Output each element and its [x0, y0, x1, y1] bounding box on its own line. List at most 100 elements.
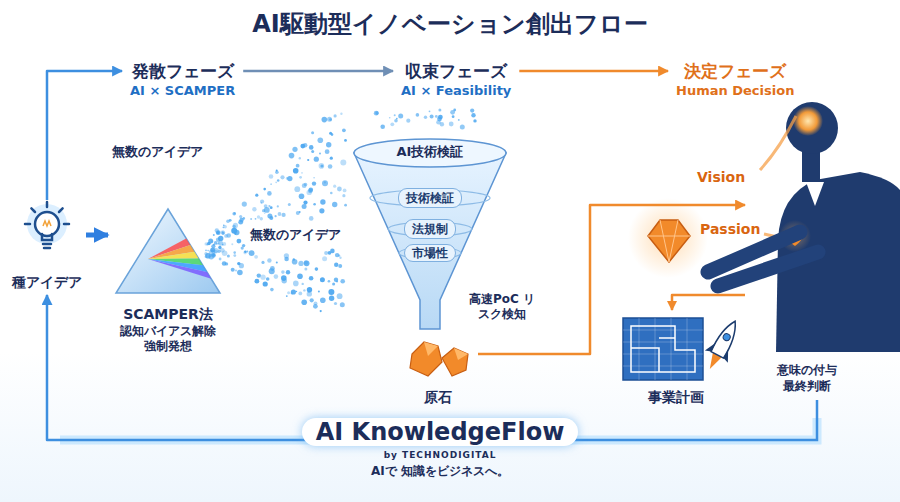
diagram-title: AI駆動型イノベーション創出フロー — [0, 8, 900, 40]
particle — [334, 263, 338, 267]
brain-glow — [793, 106, 823, 136]
torso — [776, 172, 900, 352]
particle — [260, 217, 263, 220]
node-text: 原石 — [424, 388, 452, 407]
heart — [786, 229, 803, 246]
particle — [269, 216, 273, 220]
particle — [297, 273, 303, 279]
particle — [320, 310, 322, 312]
particle — [222, 231, 226, 235]
particle — [275, 181, 277, 183]
particle — [375, 111, 379, 115]
particle — [261, 275, 266, 280]
particle — [338, 255, 340, 257]
node-text: 発散フェーズ — [132, 60, 234, 82]
node-text: SCAMPER法 — [123, 305, 213, 324]
particle — [340, 160, 346, 166]
particle — [340, 302, 345, 307]
particle — [237, 262, 240, 265]
gem-facet — [424, 342, 438, 356]
particle — [213, 248, 218, 253]
business-plan: 事業計画 — [615, 310, 737, 410]
particle — [331, 133, 334, 136]
node-text: 収束フェーズ — [405, 60, 507, 82]
particle — [221, 231, 224, 234]
particle — [234, 233, 236, 235]
particle — [282, 278, 287, 283]
particle — [220, 248, 225, 253]
particle — [252, 207, 256, 211]
particle — [296, 164, 300, 168]
floor-plan — [631, 326, 695, 372]
particle — [322, 256, 327, 261]
particle — [260, 199, 264, 203]
flow-arrow — [86, 233, 108, 238]
particle — [471, 113, 475, 117]
particle — [389, 117, 391, 119]
particle — [326, 142, 331, 147]
particle — [298, 261, 303, 266]
particle — [320, 277, 325, 282]
particle — [243, 251, 247, 255]
particle — [438, 115, 443, 120]
particle — [344, 204, 347, 207]
particle — [292, 259, 298, 265]
particle — [318, 137, 324, 143]
particle — [380, 124, 385, 129]
particle — [291, 289, 296, 294]
particle — [204, 252, 207, 255]
particle — [234, 212, 236, 214]
particle — [261, 202, 263, 204]
particle — [205, 255, 208, 258]
particle — [233, 251, 236, 254]
particle — [338, 264, 342, 268]
particle — [313, 177, 315, 179]
particle — [276, 170, 278, 172]
particle — [215, 228, 219, 232]
particle — [328, 251, 332, 255]
idea-label: 無数のアイデア — [112, 143, 203, 161]
particle — [239, 263, 244, 268]
phase-header: 収束フェーズAI × Feasibility — [397, 58, 515, 101]
particle — [257, 273, 261, 277]
particle — [224, 234, 228, 238]
node-text: 技術検証 — [406, 190, 454, 206]
particle — [301, 172, 303, 174]
gem — [410, 342, 442, 376]
particle — [218, 241, 223, 246]
particle — [209, 250, 215, 256]
particle — [314, 301, 318, 305]
particle — [284, 253, 289, 258]
particle — [308, 188, 313, 193]
particle — [302, 204, 307, 209]
particle — [219, 258, 222, 261]
particle — [270, 266, 275, 271]
phase-header: 決定フェーズHuman Decision — [672, 58, 798, 101]
particle — [205, 249, 207, 251]
particle — [304, 183, 308, 187]
particle — [390, 122, 394, 126]
prism-node: SCAMPER法認知バイアス解除 強制発想 — [108, 205, 228, 357]
prism — [116, 209, 220, 293]
particle — [242, 244, 245, 247]
particle — [262, 209, 265, 212]
particle — [244, 251, 246, 253]
node-text: AI KnowledgeFlow — [302, 418, 579, 446]
particle — [309, 216, 314, 221]
prism-icon — [108, 205, 228, 297]
node-text: 意味の付与 最終判断 — [771, 362, 843, 394]
particle — [437, 117, 442, 122]
particle — [211, 253, 216, 258]
particle — [344, 139, 347, 142]
particle — [309, 145, 314, 150]
particle — [322, 180, 328, 186]
particle — [337, 187, 342, 192]
particle — [334, 114, 337, 117]
gem-glow — [628, 198, 708, 278]
particle — [342, 194, 345, 197]
particle — [270, 183, 272, 185]
particle — [307, 190, 312, 195]
particle — [440, 122, 444, 126]
particle — [226, 219, 230, 223]
particle — [307, 159, 309, 161]
